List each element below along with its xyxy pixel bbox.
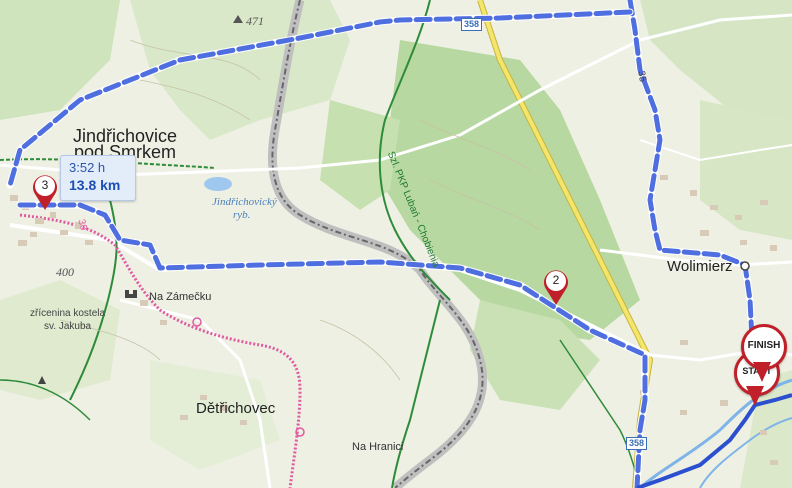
waypoint-2-label: 2 bbox=[552, 273, 560, 287]
pond-label-line2: ryb. bbox=[233, 209, 251, 221]
elevation-471-label: 471 bbox=[246, 14, 264, 28]
route-distance: 13.8 km bbox=[69, 177, 121, 193]
pond-label-line1: Jindřichovický bbox=[212, 196, 277, 208]
village-dt-label: Dětřichovec bbox=[196, 400, 276, 417]
finish-label: FINISH bbox=[747, 340, 781, 351]
road-shield-bottom: 358 bbox=[626, 437, 648, 450]
route-info-bubble[interactable]: 3:52 h 13.8 km bbox=[60, 155, 136, 201]
start-label: START bbox=[742, 366, 772, 376]
map-pin-icon bbox=[33, 175, 57, 210]
waypoint-3-label: 3 bbox=[41, 178, 49, 192]
ruin-label-line2: sv. Jakuba bbox=[44, 321, 92, 332]
start-pin-tip-icon bbox=[746, 386, 764, 406]
ruin-label-line1: zřícenina kostela bbox=[30, 308, 106, 319]
road-shield-top: 358 bbox=[461, 18, 483, 31]
finish-pin-tip-icon bbox=[753, 362, 771, 382]
waypoint-3-pin[interactable]: 3 bbox=[30, 172, 60, 212]
waypoint-2-pin[interactable]: 2 bbox=[541, 267, 571, 307]
town-name-line1: Jindřichovice bbox=[73, 126, 178, 146]
road-number-right: 35 bbox=[635, 70, 648, 83]
elevation-400-label: 400 bbox=[56, 265, 74, 279]
hranici-label: Na Hranici bbox=[352, 441, 404, 453]
wolimierz-label: Wolimierz bbox=[667, 258, 733, 275]
route-time: 3:52 h bbox=[69, 160, 106, 175]
chateau-label: Na Zámečku bbox=[149, 291, 212, 303]
map-pin-icon bbox=[544, 270, 568, 305]
